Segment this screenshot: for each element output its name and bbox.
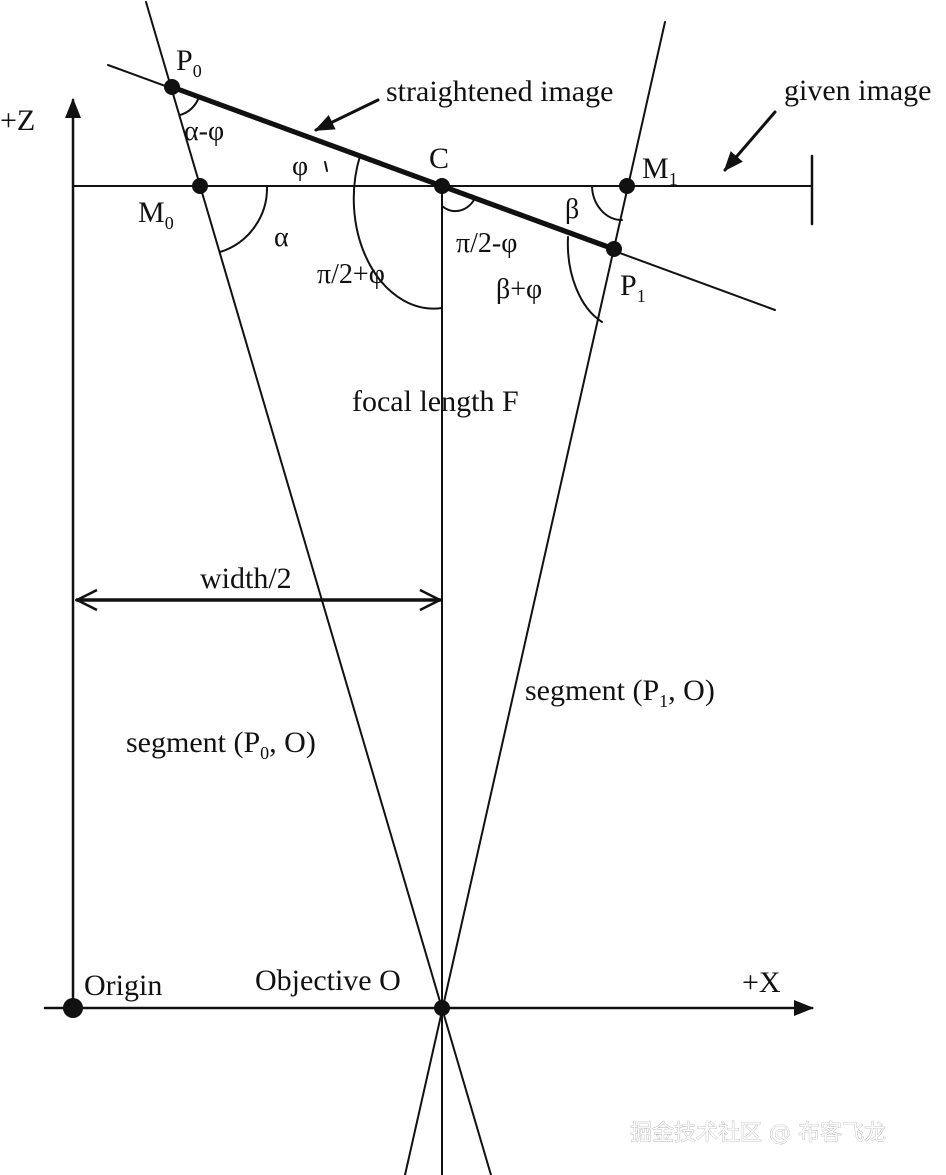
label-p1: P1 <box>620 269 646 306</box>
label-objective: Objective O <box>255 964 401 997</box>
point-m1 <box>619 178 635 194</box>
z-axis-label: +Z <box>0 104 35 137</box>
watermark: 掘金技术社区 @ 布客飞龙 <box>630 1121 886 1146</box>
label-beta-plus-phi: β+φ <box>496 274 542 305</box>
label-pi2-plus-phi: π/2+φ <box>317 259 385 290</box>
angle-arc-pi2-minus-phi <box>441 199 475 213</box>
label-m0: M0 <box>138 196 174 233</box>
angle-arc-beta-plus-phi <box>566 236 603 323</box>
label-alpha-minus-phi: α-φ <box>184 116 224 147</box>
angle-arc-phi <box>324 161 328 172</box>
label-origin: Origin <box>84 969 162 1002</box>
label-phi: φ <box>292 151 308 182</box>
point-m0 <box>192 178 208 194</box>
label-alpha: α <box>274 222 289 253</box>
label-beta: β <box>565 194 579 225</box>
label-c: C <box>429 142 449 175</box>
segment-p0-o <box>145 1 492 1175</box>
label-m1: M1 <box>642 152 678 189</box>
angle-arc-alpha <box>219 185 269 253</box>
angle-arc-beta <box>591 185 623 221</box>
straightened-image-line <box>169 84 617 252</box>
straightened-image-pointer <box>314 98 380 132</box>
label-pi2-minus-phi: π/2-φ <box>456 228 517 259</box>
x-axis-label: +X <box>742 966 781 999</box>
label-segment-p1-o: segment (P1, O) <box>525 674 715 711</box>
point-p1 <box>606 241 622 257</box>
point-origin <box>63 998 83 1018</box>
label-width-half: width/2 <box>200 562 292 595</box>
point-p0 <box>164 79 180 95</box>
angle-arc-pi2-plus-phi <box>352 155 443 310</box>
segment-p1-o <box>404 21 666 1175</box>
given-image-pointer <box>723 110 777 172</box>
label-given-image: given image <box>784 74 931 107</box>
angle-arc-alpha-minus-phi <box>179 96 200 116</box>
label-p0: P0 <box>176 44 202 81</box>
point-c <box>434 178 450 194</box>
label-straightened-image: straightened image <box>386 75 613 108</box>
label-segment-p0-o: segment (P0, O) <box>126 726 316 763</box>
label-focal-length: focal length F <box>352 385 519 418</box>
point-objective-o <box>434 1000 450 1016</box>
